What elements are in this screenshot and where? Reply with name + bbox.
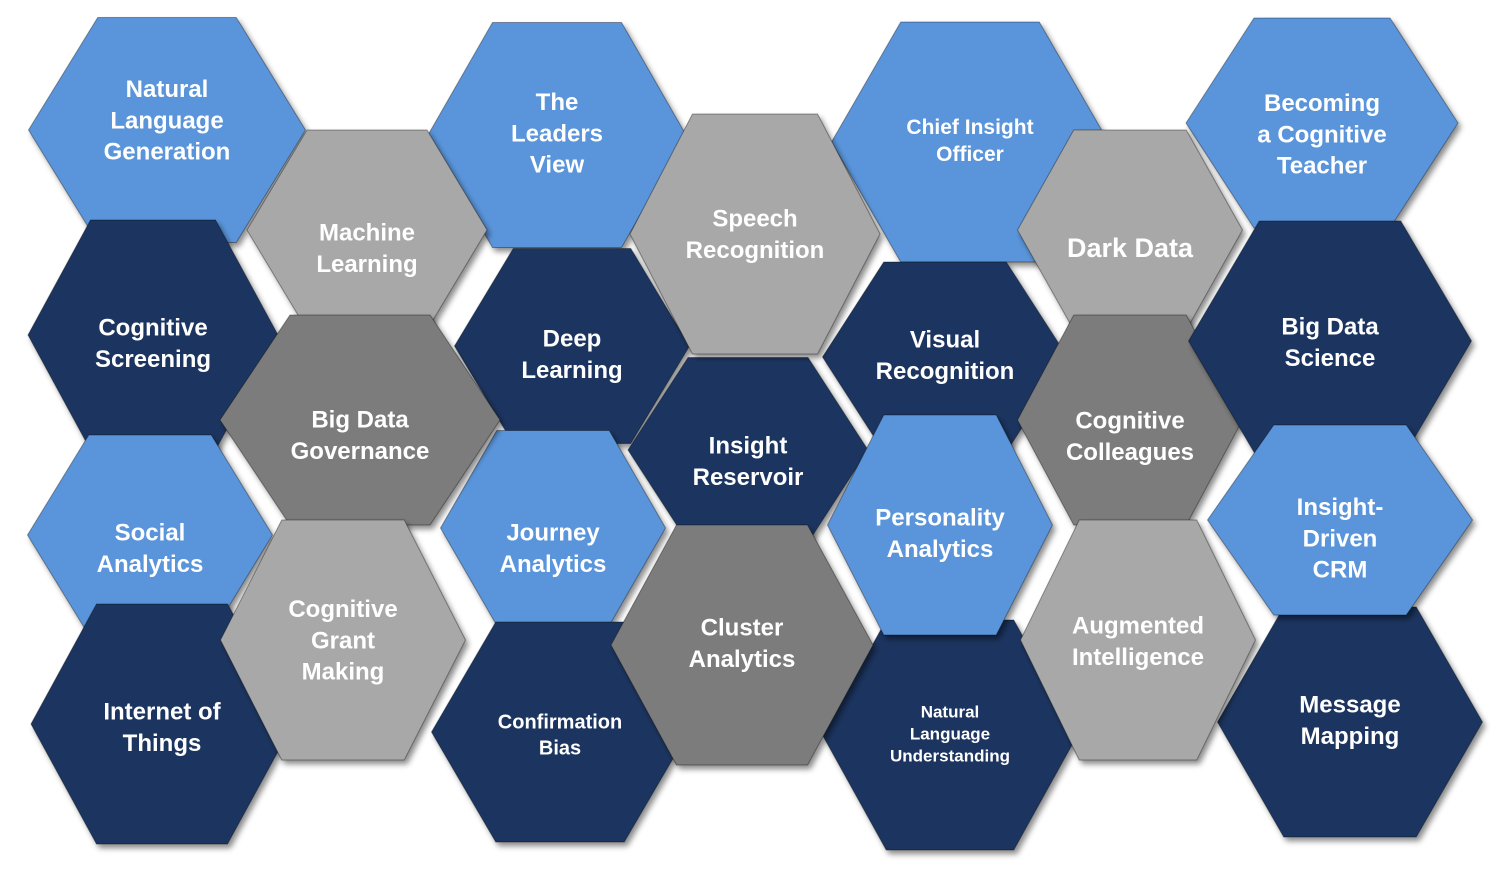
hexagon-shape	[1206, 424, 1474, 616]
hexagon-label-line: Augmented	[1072, 613, 1204, 640]
hexagon-shape	[629, 113, 881, 355]
hexagon-label-line: CRM	[1313, 557, 1368, 584]
hexagon-label-line: Grant	[311, 627, 375, 654]
hexagon-label-line: Mapping	[1301, 723, 1400, 750]
hexagon-label-line: Deep	[543, 326, 602, 353]
hexagon-label-line: Analytics	[887, 536, 994, 563]
hexagon-label-line: a Cognitive	[1257, 121, 1386, 148]
hexagon-dark-data: Dark Data	[1016, 129, 1244, 331]
hexagon-label-line: Things	[123, 730, 202, 757]
hexagon-label-line: Cognitive	[98, 315, 207, 342]
hexagon-label-line: Language	[110, 107, 223, 134]
hexagon-label-line: View	[530, 152, 585, 179]
hexagon-label-line: Internet of	[103, 699, 221, 726]
hexagon-label-line: Big Data	[1281, 314, 1379, 341]
hexagon-label-line: Insight	[709, 433, 788, 460]
hexagon-label-line: Recognition	[876, 358, 1015, 385]
hexagon-label-line: Visual	[910, 327, 980, 354]
hexagon-label-line: Intelligence	[1072, 644, 1204, 671]
hexagon-internet-of-things: Internet of Things	[30, 603, 294, 845]
hexagon-label-line: Cognitive	[288, 596, 397, 623]
hexagon-label-line: Insight-	[1297, 494, 1384, 521]
hexagon-label-line: Journey	[506, 520, 600, 547]
hexagon-shape	[1019, 519, 1257, 761]
hexagon-label-line: Teacher	[1277, 153, 1367, 180]
hexagon-label-line: Making	[302, 659, 385, 686]
hexagon-label-line: Bias	[539, 737, 581, 759]
hexagon-label-line: Learning	[521, 357, 622, 384]
hexagon-shape	[1185, 17, 1459, 229]
hexagon-label-line: Driven	[1303, 525, 1378, 552]
hexagon-label-line: Generation	[104, 139, 231, 166]
hexagon-shape	[610, 524, 874, 766]
hexagon-shape	[219, 519, 467, 761]
hexagon-label-line: Screening	[95, 346, 211, 373]
hexagon-label-line: Understanding	[890, 747, 1010, 766]
hexagon-label-line: Machine	[319, 220, 415, 247]
hexagon-label-line: Confirmation	[498, 711, 622, 733]
hexagon-label-line: Big Data	[311, 407, 409, 434]
hexagon-label-line: Speech	[712, 206, 797, 233]
hexagon-label-line: Analytics	[500, 551, 607, 578]
hexagon-label-line: Science	[1285, 345, 1376, 372]
hexagon-label-line: Reservoir	[693, 464, 804, 491]
hexagon-label-line: Dark Data	[1067, 233, 1194, 263]
hexagon-label-line: The	[536, 89, 579, 116]
hexagon-label-line: Colleagues	[1066, 439, 1194, 466]
hexagon-label-line: Becoming	[1264, 90, 1380, 117]
hexagon-label-line: Cognitive	[1075, 408, 1184, 435]
hexagon-label-line: Recognition	[686, 237, 825, 264]
hexagon-label-line: Cluster	[701, 615, 784, 642]
hexagon-label-line: Officer	[936, 143, 1004, 166]
hexagon-label-line: Learning	[316, 251, 417, 278]
hexagon-shape	[826, 414, 1054, 636]
hexagon-label-line: Natural	[126, 76, 209, 103]
hexagon-label-line: Social	[115, 520, 186, 547]
hexagon-label-line: Governance	[291, 438, 430, 465]
hexagon-label-line: Leaders	[511, 120, 603, 147]
hexagon-label-line: Analytics	[689, 646, 796, 673]
hexagon-label-line: Analytics	[97, 551, 204, 578]
hexagon-label-line: Message	[1299, 692, 1400, 719]
hexagon-label-line: Personality	[875, 505, 1005, 532]
hexagon-label-line: Language	[910, 724, 990, 743]
hexagon-label-line: Chief Insight	[906, 116, 1033, 139]
hexagon-label-line: Natural	[921, 702, 980, 721]
